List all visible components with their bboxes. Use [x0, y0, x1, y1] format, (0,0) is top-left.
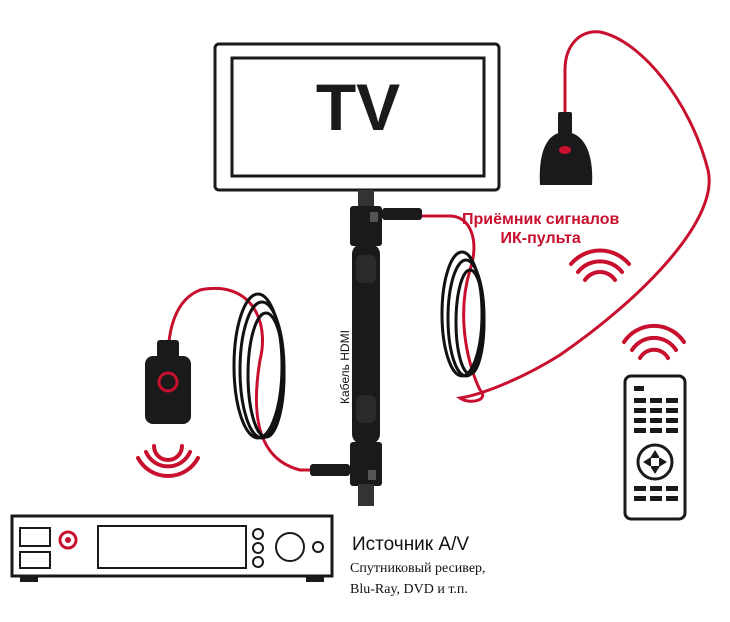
ir-receiver-icon [539, 112, 593, 185]
tv-label: TV [316, 70, 400, 144]
ir-receiver-label: Приёмник сигналов ИК-пульта [462, 210, 619, 248]
source-subtitle-line2: Blu-Ray, DVD и т.п. [350, 582, 468, 597]
tv-icon: TV [213, 42, 501, 192]
remote-waves-icon [622, 323, 686, 360]
source-subtitle-line1: Спутниковый ресивер, [350, 561, 486, 576]
ir-receiver-label-line2: ИК-пульта [500, 230, 581, 247]
cable-coil-right [440, 250, 486, 378]
hdmi-cable-label: Кабель HDMI [338, 330, 352, 404]
av-receiver-icon [10, 514, 334, 582]
source-title: Источник A/V [352, 534, 470, 555]
remote-control-icon [623, 374, 687, 521]
hdmi-cable [350, 190, 382, 506]
ir-emitter-plug [310, 464, 350, 476]
signal-waves-icon [569, 248, 631, 282]
emitter-waves-icon [136, 444, 200, 478]
ir-emitter-icon [145, 340, 191, 424]
ir-receiver-plug [382, 208, 422, 220]
cable-coil-left [232, 292, 286, 440]
ir-receiver-cable [400, 30, 711, 403]
ir-receiver-label-line1: Приёмник сигналов [462, 211, 620, 228]
